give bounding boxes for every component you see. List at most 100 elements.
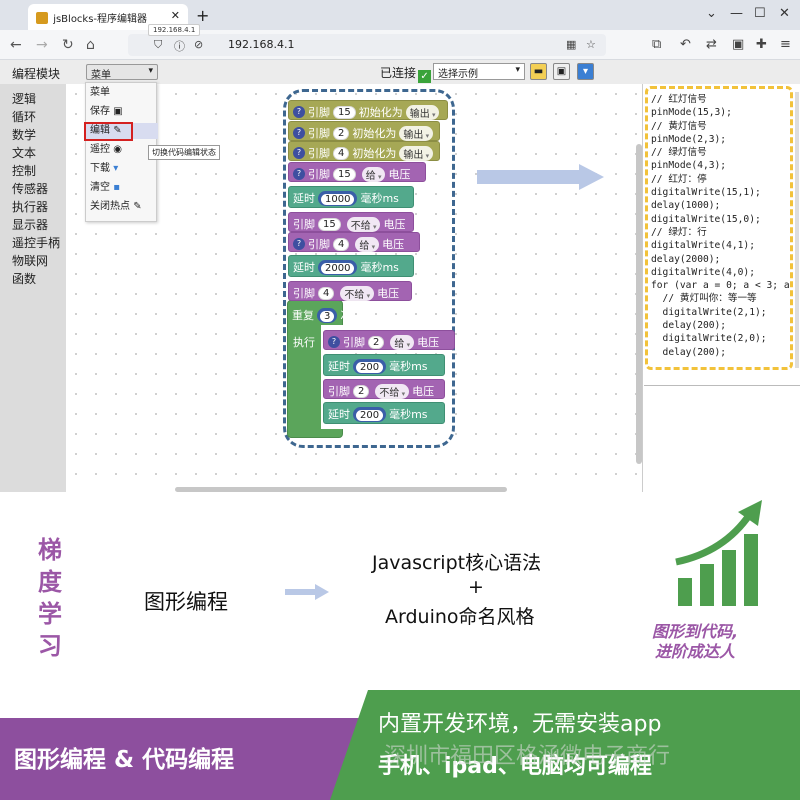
category-function[interactable]: 函数 bbox=[12, 272, 37, 286]
delay-value[interactable]: 200 bbox=[356, 409, 384, 421]
mode-dropdown[interactable]: 输出 bbox=[405, 104, 440, 120]
lock-off-icon[interactable]: ⊘ bbox=[194, 38, 204, 51]
url-suggestion[interactable]: 192.168.4.1 bbox=[148, 24, 201, 36]
pin-write-block-2-low[interactable]: 引脚2不给电压 bbox=[323, 379, 445, 399]
pin-number-field[interactable]: 15 bbox=[318, 217, 341, 231]
pin-write-block-4-high[interactable]: ?引脚4给电压 bbox=[288, 232, 420, 252]
bookmark-star-icon[interactable]: ☆ bbox=[586, 38, 596, 51]
category-text[interactable]: 文本 bbox=[12, 146, 37, 160]
workspace-vertical-scrollbar[interactable] bbox=[636, 144, 642, 464]
delay-value[interactable]: 200 bbox=[356, 361, 384, 373]
back-icon[interactable]: ← bbox=[10, 37, 22, 53]
category-display[interactable]: 显示器 bbox=[12, 218, 49, 232]
extensions-icon[interactable]: ▣ bbox=[732, 37, 745, 52]
pin-number-field[interactable]: 2 bbox=[368, 335, 385, 349]
block-label: 引脚 bbox=[308, 238, 330, 251]
category-logic[interactable]: 逻辑 bbox=[12, 92, 37, 106]
block-label: 毫秒ms bbox=[389, 360, 428, 373]
category-loop[interactable]: 循环 bbox=[12, 110, 37, 124]
close-tab-icon[interactable]: ✕ bbox=[170, 9, 180, 22]
category-actuator[interactable]: 执行器 bbox=[12, 200, 49, 214]
level-dropdown[interactable]: 给 bbox=[355, 236, 380, 252]
pin-number-field[interactable]: 2 bbox=[333, 126, 350, 140]
home-icon[interactable]: ⌂ bbox=[86, 37, 95, 53]
pin-number-field[interactable]: 4 bbox=[318, 286, 335, 300]
category-sensor[interactable]: 传感器 bbox=[12, 182, 49, 196]
reload-icon[interactable]: ↻ bbox=[62, 37, 74, 53]
close-window-icon[interactable]: ✕ bbox=[779, 6, 790, 21]
delay-value-field[interactable]: 2000 bbox=[318, 259, 358, 275]
category-math[interactable]: 数学 bbox=[12, 128, 37, 142]
delay-value-field[interactable]: 200 bbox=[353, 406, 387, 422]
mode-dropdown[interactable]: 输出 bbox=[399, 125, 434, 141]
category-iot[interactable]: 物联网 bbox=[12, 254, 49, 268]
example-select[interactable]: 选择示例 ▾ bbox=[433, 63, 525, 80]
menu-item-download[interactable]: 下载 ▾ bbox=[90, 161, 154, 177]
level-dropdown[interactable]: 给 bbox=[361, 166, 386, 182]
pin-number-field[interactable]: 15 bbox=[333, 105, 356, 119]
url-text[interactable]: 192.168.4.1 bbox=[228, 38, 295, 51]
chevron-down-icon[interactable]: ⌄ bbox=[706, 6, 717, 21]
code-vertical-scrollbar[interactable] bbox=[795, 92, 799, 368]
url-bar[interactable]: ⛉ ⓘ ⊘ 192.168.4.1 ▦ ☆ bbox=[128, 34, 606, 56]
delay-value-field[interactable]: 1000 bbox=[318, 190, 358, 206]
level-dropdown[interactable]: 不给 bbox=[375, 383, 410, 399]
menu-item-edit[interactable]: 编辑 ✎ bbox=[86, 123, 158, 139]
code-line: delay(200); bbox=[651, 346, 727, 358]
maximize-icon[interactable]: ☐ bbox=[754, 6, 766, 21]
pin-write-block-4-low[interactable]: 引脚4不给电压 bbox=[288, 281, 412, 301]
menu-item-close-hotspot[interactable]: 关闭热点 ✎ bbox=[90, 199, 154, 215]
menu-item-save[interactable]: 保存 ▣ bbox=[90, 104, 154, 120]
level-dropdown[interactable]: 给 bbox=[390, 334, 415, 350]
forward-icon[interactable]: → bbox=[36, 37, 48, 53]
pin-number-field[interactable]: 4 bbox=[333, 146, 350, 160]
delay-value-field[interactable]: 200 bbox=[353, 358, 387, 374]
open-folder-icon[interactable]: ▬ bbox=[530, 63, 547, 80]
code-panel-divider bbox=[644, 385, 800, 386]
minimize-icon[interactable]: — bbox=[730, 6, 743, 21]
browser-tab[interactable]: jsBlocks-程序编辑器 ✕ bbox=[28, 4, 188, 30]
generated-code-box[interactable]: // 红灯信号 pinMode(15,3); // 黄灯信号 pinMode(2… bbox=[645, 86, 793, 370]
help-icon: ? bbox=[293, 106, 305, 118]
workspace-horizontal-scrollbar[interactable] bbox=[175, 487, 507, 492]
new-tab-icon[interactable]: + bbox=[196, 6, 210, 25]
pin-write-block-15-low[interactable]: 引脚15不给电压 bbox=[288, 212, 414, 232]
delay-value[interactable]: 2000 bbox=[321, 262, 355, 274]
screenshot-icon[interactable]: ⧉ bbox=[652, 37, 662, 52]
page-info-icon[interactable]: ⓘ bbox=[174, 40, 185, 53]
qr-code-icon[interactable]: ▦ bbox=[566, 38, 577, 51]
download-icon[interactable]: ▾ bbox=[577, 63, 594, 80]
menu-select[interactable]: 菜单 ▾ bbox=[86, 64, 158, 81]
mode-dropdown[interactable]: 输出 bbox=[399, 145, 434, 161]
puzzle-icon[interactable]: ✚ bbox=[756, 37, 767, 52]
menu-item-remote[interactable]: 遥控 ◉ bbox=[90, 142, 154, 158]
menu-item-menu[interactable]: 菜单 bbox=[90, 85, 154, 101]
menu-icon[interactable]: ≡ bbox=[780, 37, 791, 52]
translate-icon[interactable]: ⇄ bbox=[706, 37, 717, 52]
category-gamepad[interactable]: 遥控手柄 bbox=[12, 236, 61, 250]
pin-number-field[interactable]: 2 bbox=[353, 384, 370, 398]
level-dropdown[interactable]: 不给 bbox=[340, 285, 375, 301]
menu-item-clear[interactable]: 清空 ▪ bbox=[90, 180, 154, 196]
delay-value[interactable]: 1000 bbox=[321, 193, 355, 205]
pin-number-field[interactable]: 15 bbox=[333, 167, 356, 181]
save-disk-icon[interactable]: ▣ bbox=[553, 63, 570, 80]
vertical-heading-char: 学 bbox=[38, 600, 62, 628]
shield-icon[interactable]: ⛉ bbox=[154, 38, 163, 51]
repeat-count[interactable]: 3 bbox=[320, 310, 335, 322]
pin-number-field[interactable]: 4 bbox=[333, 237, 350, 251]
level-dropdown[interactable]: 不给 bbox=[346, 216, 381, 232]
repeat-count-field[interactable]: 3 bbox=[317, 307, 338, 323]
pin-write-block-2-high[interactable]: ?引脚2给电压 bbox=[323, 330, 455, 350]
undo-icon[interactable]: ↶ bbox=[680, 37, 691, 52]
category-control[interactable]: 控制 bbox=[12, 164, 37, 178]
pin-write-block-15-high[interactable]: ?引脚15给电压 bbox=[288, 162, 426, 182]
